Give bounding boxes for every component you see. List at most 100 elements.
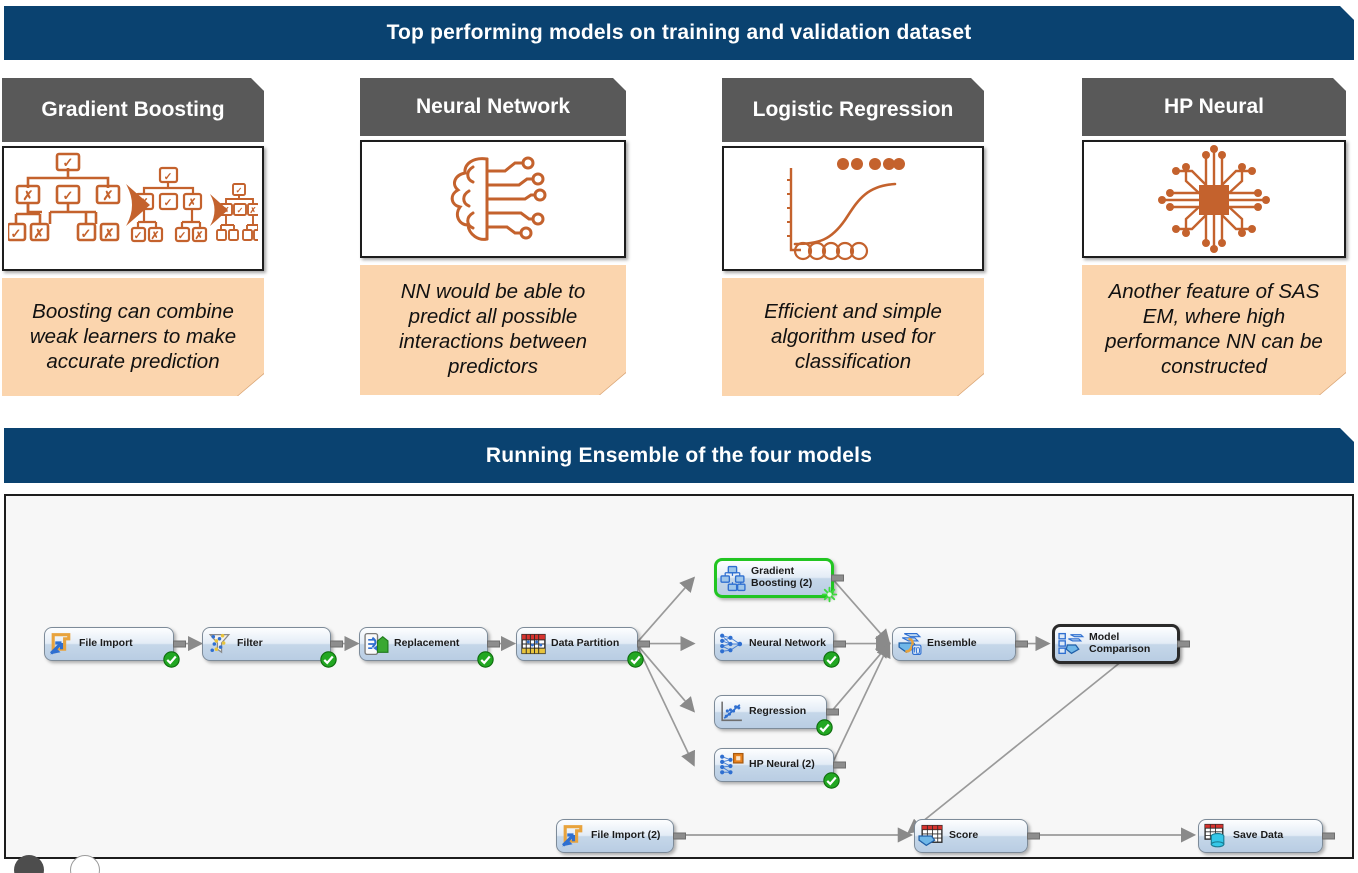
node-label: Score <box>949 829 979 842</box>
node-label: Save Data <box>1233 829 1284 842</box>
node-label: Gradient Boosting (2) <box>751 565 813 589</box>
card-image-gradient-boosting: ✓ ✗ ✓ ✗ ✓ ✗ ✓ ✗ ✓ ✗ ✓ ✗ ✓ ✗ <box>2 146 264 271</box>
node-label: Filter <box>237 637 263 650</box>
slide-navigation-dots[interactable] <box>14 855 100 873</box>
model-card-neural-network: Neural Network <box>360 78 626 395</box>
node-filter[interactable]: Filter <box>202 627 343 668</box>
node-label: File Import (2) <box>591 829 661 842</box>
node-data-partition[interactable]: Data Partition <box>516 627 650 668</box>
regression-icon <box>721 701 742 722</box>
svg-text:✗: ✗ <box>223 206 230 215</box>
svg-text:✗: ✗ <box>23 188 34 203</box>
node-gradient-boosting-2[interactable]: Gradient Boosting (2) <box>714 558 844 603</box>
node-output-port[interactable] <box>826 708 839 716</box>
slide-dot-active[interactable] <box>14 855 44 873</box>
node-output-port[interactable] <box>1015 640 1028 648</box>
card-title-logistic-regression: Logistic Regression <box>722 78 984 142</box>
node-file-import[interactable]: File Import <box>44 627 186 668</box>
banner-top-performing-models: Top performing models on training and va… <box>4 6 1354 60</box>
node-label: Model Comparison <box>1089 631 1151 655</box>
card-image-hp-neural <box>1082 140 1346 258</box>
data-partition-icon <box>521 633 546 655</box>
node-label: HP Neural (2) <box>749 758 815 771</box>
model-comparison-icon <box>1058 632 1085 655</box>
ensemble-icon: f() <box>898 633 922 655</box>
svg-text:f(): f() <box>913 645 921 654</box>
node-replacement[interactable]: Replacement <box>359 627 500 668</box>
brain-circuit-icon <box>450 156 547 241</box>
card-note-neural-network: NN would be able to predict all possible… <box>360 265 626 395</box>
status-complete-icon <box>163 651 180 668</box>
svg-text:✗: ✗ <box>103 188 114 203</box>
svg-text:✓: ✓ <box>63 155 74 170</box>
gradient-boosting-icon <box>720 565 746 592</box>
svg-text:✗: ✗ <box>140 197 149 209</box>
node-output-port[interactable] <box>833 640 846 648</box>
node-label: Data Partition <box>551 637 620 650</box>
node-score[interactable]: Score <box>914 819 1040 853</box>
node-label: Ensemble <box>927 637 977 650</box>
node-model-comparison[interactable]: Model Comparison <box>1052 624 1190 664</box>
status-complete-icon <box>823 772 840 789</box>
node-output-port[interactable] <box>1322 832 1335 840</box>
card-note-text: NN would be able to predict all possible… <box>398 280 588 378</box>
replacement-icon <box>364 632 389 656</box>
svg-text:✗: ✗ <box>250 206 257 215</box>
svg-text:✗: ✗ <box>195 230 204 242</box>
note-fold-corner <box>237 373 264 396</box>
note-fold-corner <box>957 373 984 396</box>
card-note-text: Boosting can combine weak learners to ma… <box>29 299 237 373</box>
cpu-chip-network-icon <box>1158 145 1270 253</box>
node-output-port[interactable] <box>637 640 650 648</box>
model-card-logistic-regression: Logistic Regression E <box>722 78 984 396</box>
card-note-text: Efficient and simple algorithm used for … <box>764 299 942 373</box>
svg-text:✓: ✓ <box>11 226 22 241</box>
node-output-port[interactable] <box>173 640 186 648</box>
card-title-gradient-boosting: Gradient Boosting <box>2 78 264 142</box>
status-complete-icon <box>320 651 337 668</box>
node-save-data[interactable]: Save Data <box>1198 819 1335 853</box>
card-note-gradient-boosting: Boosting can combine weak learners to ma… <box>2 278 264 396</box>
diagram-connectors <box>173 576 1197 843</box>
banner-running-ensemble: Running Ensemble of the four models <box>4 428 1354 483</box>
node-neural-network[interactable]: Neural Network <box>714 627 846 668</box>
svg-text:✓: ✓ <box>81 226 92 241</box>
node-output-port[interactable] <box>833 761 846 769</box>
node-label: Replacement <box>394 637 460 650</box>
svg-text:✓: ✓ <box>178 230 187 242</box>
node-output-port[interactable] <box>1027 832 1040 840</box>
status-complete-icon <box>477 651 494 668</box>
node-output-port[interactable] <box>487 640 500 648</box>
save-data-icon <box>1204 823 1225 848</box>
node-output-port[interactable] <box>673 832 686 840</box>
node-label: Regression <box>749 705 807 718</box>
svg-text:✓: ✓ <box>63 188 74 203</box>
card-note-logistic-regression: Efficient and simple algorithm used for … <box>722 278 984 396</box>
node-output-port[interactable] <box>831 574 844 582</box>
filter-icon <box>208 633 231 654</box>
svg-text:✗: ✗ <box>188 197 197 209</box>
node-output-port[interactable] <box>1177 640 1190 648</box>
svg-text:✓: ✓ <box>237 206 244 215</box>
card-note-text: Another feature of SAS EM, where high pe… <box>1105 280 1323 378</box>
card-title-hp-neural: HP Neural <box>1082 78 1346 136</box>
sas-em-diagram-canvas[interactable]: File Import Filter Replace <box>4 494 1354 859</box>
card-image-logistic-regression <box>722 146 984 271</box>
card-image-neural-network <box>360 140 626 258</box>
node-hp-neural-2[interactable]: HP Neural (2) <box>714 748 846 789</box>
node-label: File Import <box>79 637 133 650</box>
status-running-icon <box>821 586 838 603</box>
svg-text:✗: ✗ <box>34 226 45 241</box>
slide-dot[interactable] <box>70 855 100 873</box>
svg-text:✓: ✓ <box>164 197 173 209</box>
node-regression[interactable]: Regression <box>714 695 839 736</box>
node-output-port[interactable] <box>330 640 343 648</box>
node-file-import-2[interactable]: File Import (2) <box>556 819 686 853</box>
node-ensemble[interactable]: f() Ensemble <box>892 627 1028 661</box>
sigmoid-curve-chart-icon <box>787 157 905 260</box>
svg-text:✗: ✗ <box>104 226 115 241</box>
card-note-hp-neural: Another feature of SAS EM, where high pe… <box>1082 265 1346 395</box>
svg-text:✗: ✗ <box>151 230 160 242</box>
status-complete-icon <box>823 651 840 668</box>
card-title-neural-network: Neural Network <box>360 78 626 136</box>
